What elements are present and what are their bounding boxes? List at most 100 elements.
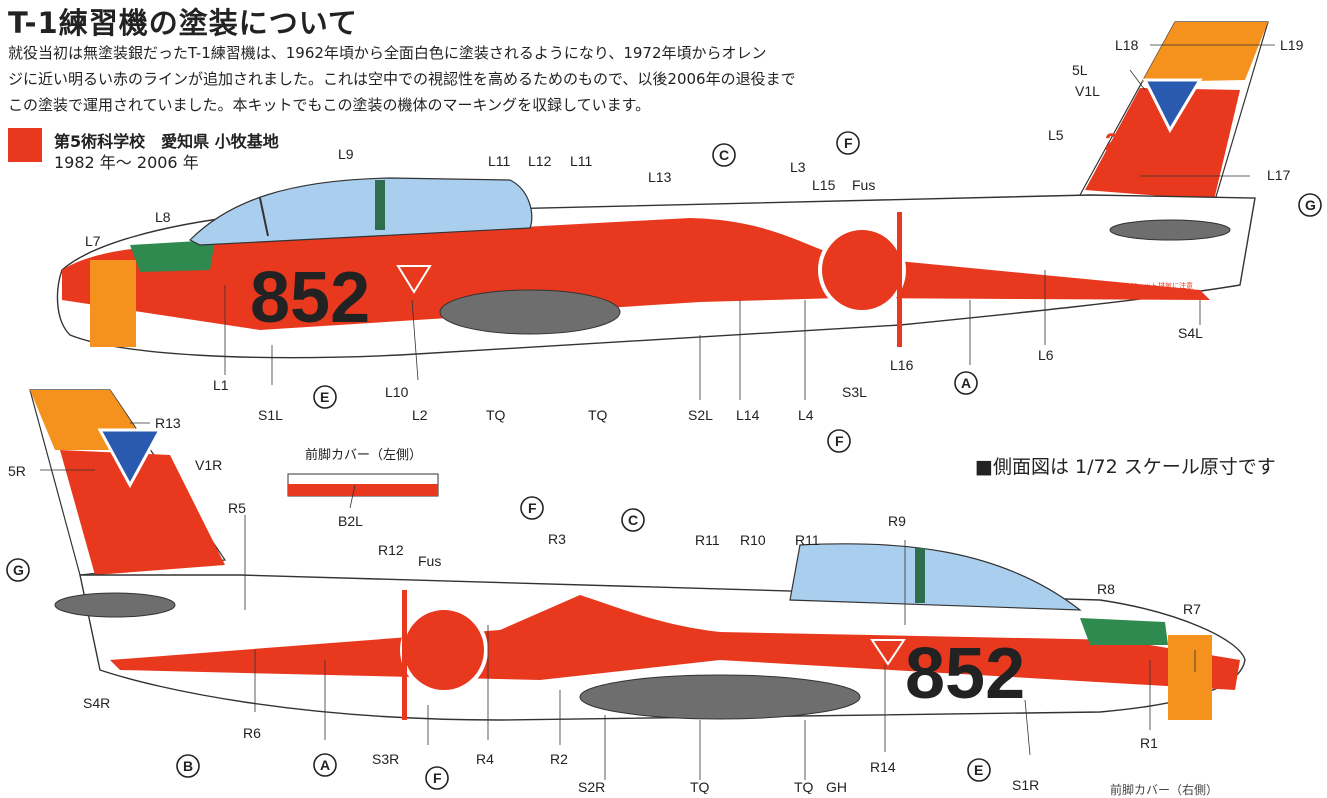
label-v1l: V1L: [1075, 83, 1100, 99]
label-r1: R1: [1140, 735, 1158, 751]
circle-a-right: A: [320, 757, 330, 773]
label-l16: L16: [890, 357, 914, 373]
circle-f1-right: F: [528, 500, 537, 516]
label-l9: L9: [338, 146, 354, 162]
intro-text: 就役当初は無塗装銀だったT-1練習機は、1962年頃から全面白色に塗装されるよう…: [8, 40, 796, 118]
label-l2: L2: [412, 407, 428, 423]
label-l18: L18: [1115, 37, 1139, 53]
label-l4: L4: [798, 407, 814, 423]
right-tail-number: 25-5852: [88, 509, 176, 536]
left-tail-number: 25-5852: [1105, 129, 1193, 156]
circle-f1-left: F: [844, 135, 853, 151]
circle-g-left: G: [1305, 197, 1316, 213]
label-s1r: S1R: [1012, 777, 1039, 793]
left-wing: [439, 289, 621, 335]
label-l1: L1: [213, 377, 229, 393]
right-tail-emblem: [97, 428, 163, 489]
circle-e-right: E: [974, 762, 983, 778]
label-gh: GH: [826, 779, 847, 794]
right-nose-number: 852: [905, 634, 1025, 714]
right-roundel: [400, 606, 488, 694]
page-title: T-1練習機の塗装について: [8, 6, 358, 40]
label-r11a: R11: [695, 532, 720, 548]
circle-c-left: C: [719, 147, 729, 163]
label-tq1: TQ: [486, 407, 506, 423]
left-tail-emblem: [1142, 78, 1203, 134]
label-l8: L8: [155, 209, 171, 225]
left-tail-red: [1085, 88, 1240, 200]
label-l5: L5: [1048, 127, 1064, 143]
label-l14: L14: [736, 407, 760, 423]
label-s1l: S1L: [258, 407, 283, 423]
label-r12: R12: [378, 542, 404, 558]
label-r2: R2: [550, 751, 568, 767]
label-l12: L12: [528, 153, 552, 169]
label-s3r: S3R: [372, 751, 399, 767]
circle-c-right: C: [628, 512, 638, 528]
legend-swatch: [8, 128, 42, 162]
label-5r: 5R: [8, 463, 26, 479]
left-anti-glare: [130, 240, 215, 272]
label-r11b: R11: [795, 532, 820, 548]
circle-b-right: B: [183, 758, 193, 774]
right-canopy: [789, 543, 1082, 611]
intro-line: この塗装で運用されていました。本キットでもこの塗装の機体のマーキングを収録してい…: [8, 96, 651, 114]
left-roundel: [818, 226, 906, 314]
label-l17: L17: [1267, 167, 1291, 183]
right-anti-glare: [1080, 618, 1168, 645]
nose-gear-cover-label: 前脚カバー（左側）: [305, 448, 423, 463]
circle-a-left: A: [961, 375, 971, 391]
left-warning-text: ジェット排気に注意: [1130, 281, 1193, 290]
label-r7: R7: [1183, 601, 1201, 617]
left-red-band: [62, 218, 1210, 330]
intro-line: ジに近い明るい赤のラインが追加されました。これは空中での視認性を高めるためのもの…: [8, 70, 796, 88]
circle-g-right: G: [13, 562, 24, 578]
label-fus-right: Fus: [418, 553, 441, 569]
label-l13: L13: [648, 169, 672, 185]
right-tail-red: [60, 450, 225, 575]
right-red-band: [110, 595, 1240, 690]
right-side-aircraft: 852 25-5852 ジェット排気に注意 R13 5R V1R R5 R12 …: [6, 389, 1246, 794]
left-insignia: [396, 265, 432, 294]
label-s2r: S2R: [578, 779, 605, 794]
label-5l: 5L: [1072, 62, 1088, 78]
label-b2l: B2L: [338, 513, 363, 529]
label-r5: R5: [228, 500, 246, 516]
label-r8: R8: [1097, 581, 1115, 597]
left-intake: [1109, 219, 1231, 241]
intro-line: 就役当初は無塗装銀だったT-1練習機は、1962年頃から全面白色に塗装されるよう…: [8, 44, 767, 62]
label-l19: L19: [1280, 37, 1304, 53]
label-s2l: S2L: [688, 407, 713, 423]
label-s4r: S4R: [83, 695, 110, 711]
label-r13: R13: [155, 415, 181, 431]
circle-f2-left: F: [835, 433, 844, 449]
label-r3: R3: [548, 531, 566, 547]
label-tq2-right: TQ: [794, 779, 814, 794]
label-r10: R10: [740, 532, 766, 548]
label-l6: L6: [1038, 347, 1054, 363]
label-s4l: S4L: [1178, 325, 1203, 341]
label-s3l: S3L: [842, 384, 867, 400]
label-l7: L7: [85, 233, 101, 249]
legend-unit-name: 第5術科学校 愛知県 小牧基地: [54, 132, 279, 151]
label-r14: R14: [870, 759, 896, 775]
left-nose-orange: [90, 260, 136, 347]
label-r9: R9: [888, 513, 906, 529]
label-r4: R4: [476, 751, 494, 767]
scale-note: ■側面図は 1/72 スケール原寸です: [975, 456, 1276, 478]
circle-f2-right: F: [433, 770, 442, 786]
left-tail-orange: [1142, 22, 1268, 82]
right-intake: [54, 592, 176, 618]
left-side-aircraft: 852 25-5852 ジェット排気に注意 L1 S1L L10 L2 TQ T…: [56, 21, 1322, 453]
right-warning-text: ジェット排気に注意: [115, 658, 178, 667]
left-nose-number: 852: [250, 258, 370, 338]
label-v1r: V1R: [195, 457, 222, 473]
label-tq2: TQ: [588, 407, 608, 423]
legend-years: 1982 年〜 2006 年: [54, 153, 199, 172]
label-l11a: L11: [488, 153, 511, 169]
label-fus-left: Fus: [852, 177, 875, 193]
right-wing: [579, 674, 861, 720]
label-tq1-right: TQ: [690, 779, 710, 794]
left-canopy: [188, 177, 533, 246]
